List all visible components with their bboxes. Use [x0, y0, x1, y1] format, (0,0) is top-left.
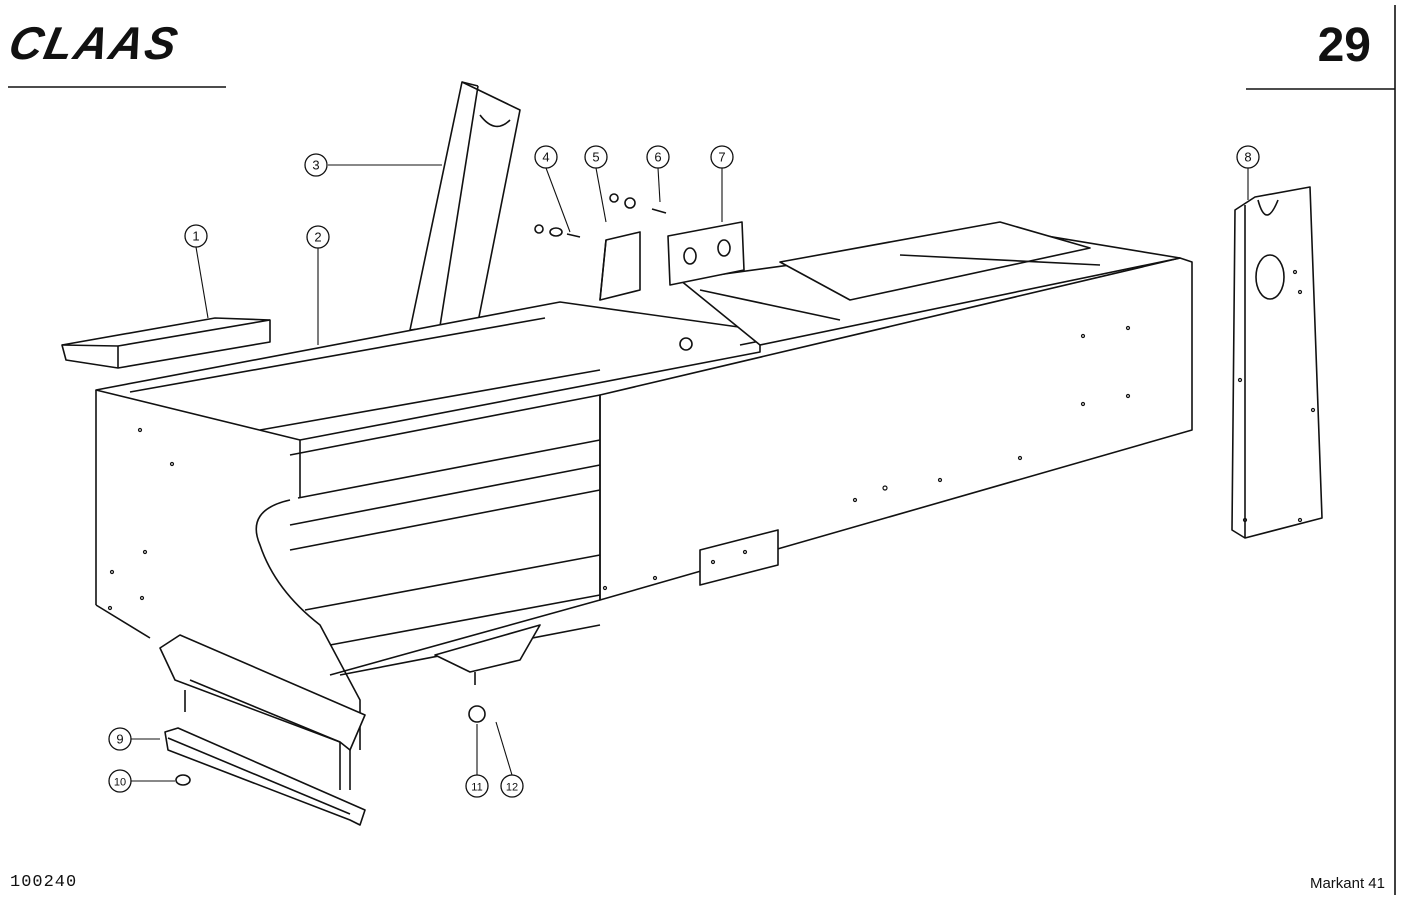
lower-housing — [434, 529, 779, 685]
front-axle-beam — [159, 634, 366, 790]
part-9-rail — [164, 727, 366, 826]
part-1-cover-plate — [61, 317, 271, 369]
callout-11: 11 — [465, 774, 489, 798]
callout-9: 9 — [108, 727, 132, 751]
callout-label: 11 — [471, 782, 482, 794]
part-11-nut — [468, 705, 486, 723]
page-number: 29 — [1317, 19, 1371, 72]
main-side-panel — [329, 257, 1193, 676]
callout-3: 3 — [304, 153, 328, 177]
callout-label: 2 — [314, 230, 321, 245]
callout-label: 10 — [114, 777, 126, 789]
drawing-number: 100240 — [10, 873, 78, 892]
callout-label: 12 — [506, 782, 518, 794]
callout-label: 6 — [654, 150, 661, 165]
callout-2: 2 — [306, 225, 330, 249]
leader-lines — [131, 164, 1249, 782]
top-deck-plates — [679, 221, 1181, 346]
callout-4: 4 — [534, 145, 558, 169]
fasteners — [175, 193, 693, 786]
callout-label: 3 — [312, 158, 319, 173]
callout-label: 5 — [592, 150, 599, 165]
callout-label: 8 — [1244, 150, 1251, 165]
part-8-side-plate — [1231, 186, 1323, 539]
callout-label: 7 — [718, 150, 725, 165]
part-7-plate — [667, 221, 745, 286]
callout-5: 5 — [584, 145, 608, 169]
callout-label: 9 — [116, 732, 123, 747]
callout-12: 12 — [500, 774, 524, 798]
model-name: Markant 41 — [1309, 875, 1385, 892]
callout-1: 1 — [184, 224, 208, 248]
callout-label: 4 — [542, 150, 549, 165]
callout-6: 6 — [646, 145, 670, 169]
part-3-upright — [409, 81, 521, 331]
part-10-nut — [175, 774, 191, 786]
callout-8: 8 — [1236, 145, 1260, 169]
callout-10: 10 — [108, 769, 132, 793]
callout-7: 7 — [710, 145, 734, 169]
callout-label: 1 — [192, 229, 199, 244]
mounting-holes — [107, 269, 1316, 611]
part-5-bracket — [599, 231, 641, 301]
